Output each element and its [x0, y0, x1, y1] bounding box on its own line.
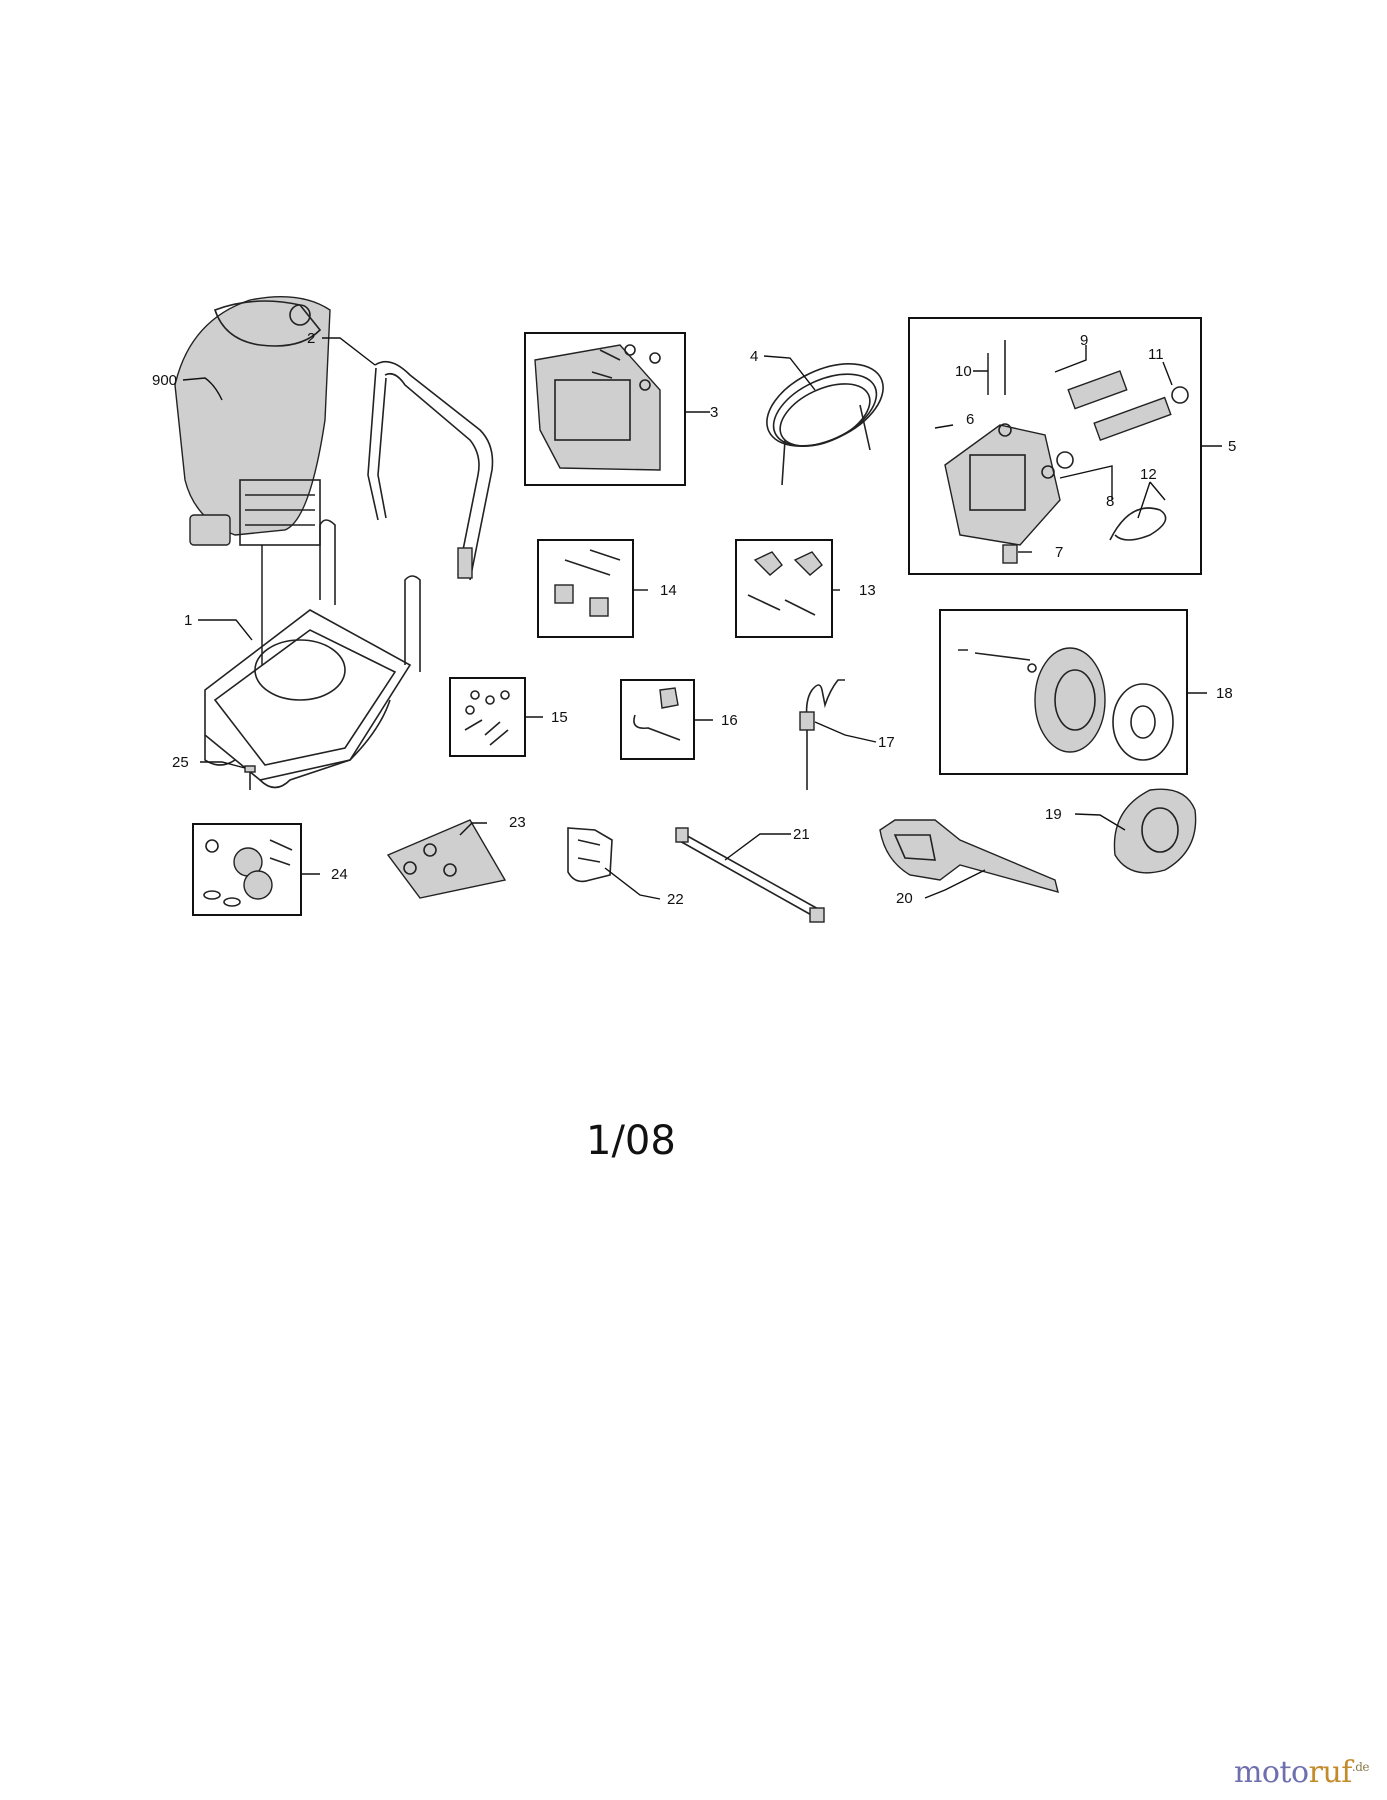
watermark-accent: ruf	[1308, 1755, 1353, 1790]
part-box-15	[449, 677, 526, 757]
handle-drawing	[367, 360, 494, 581]
part-label-19: 19	[1045, 806, 1062, 823]
part-label-25: 25	[172, 754, 189, 771]
siphon-tube-drawing	[799, 679, 845, 790]
part-label-8: 8	[1106, 493, 1114, 510]
watermark-logo: motoruf.de	[1233, 1755, 1370, 1790]
part-label-7: 7	[1055, 544, 1063, 561]
bracket-drawing	[567, 827, 613, 883]
plate-drawing	[386, 819, 507, 899]
part-label-900: 900	[152, 372, 177, 389]
part-label-24: 24	[331, 866, 348, 883]
part-label-23: 23	[509, 814, 526, 831]
watermark-main: moto	[1233, 1755, 1309, 1790]
part-label-9: 9	[1080, 332, 1088, 349]
bolts-knobs-drawing-14	[554, 549, 621, 617]
part-box-16	[620, 679, 695, 760]
part-label-11: 11	[1148, 346, 1164, 363]
part-label-6: 6	[966, 411, 974, 428]
nozzle-holder-drawing	[1113, 788, 1197, 874]
watermark-suffix: .de	[1351, 1760, 1370, 1774]
part-box-14	[537, 539, 634, 638]
leader-lines	[182, 337, 1222, 900]
part-labels: 900 1 2 3 4 5 6 7 8 9 10 11 12 13 14 15 …	[152, 330, 1236, 908]
part-label-12: 12	[1140, 466, 1157, 483]
spray-gun-drawing	[879, 819, 1059, 893]
pump-drawing	[944, 340, 1189, 564]
clip-drawing-16	[633, 687, 681, 741]
wheel-drawing	[958, 647, 1174, 761]
part-label-21: 21	[793, 826, 810, 843]
part-label-15: 15	[551, 709, 568, 726]
fasteners-drawing-15	[464, 690, 510, 746]
part-label-3: 3	[710, 404, 718, 421]
part-label-13: 13	[859, 582, 876, 599]
part-label-16: 16	[721, 712, 738, 729]
part-box-5	[908, 317, 1202, 575]
part-label-17: 17	[878, 734, 895, 751]
part-label-5: 5	[1228, 438, 1236, 455]
part-box-3	[524, 332, 686, 486]
part-label-4: 4	[750, 348, 758, 365]
hose-drawing	[766, 363, 884, 486]
part-label-14: 14	[660, 582, 677, 599]
part-box-13	[735, 539, 833, 638]
part-label-20: 20	[896, 890, 913, 907]
part-label-1: 1	[184, 612, 192, 629]
part-label-10: 10	[955, 363, 972, 380]
control-panel-drawing	[534, 344, 661, 471]
part-label-2: 2	[307, 330, 315, 347]
knobs-bolts-drawing-13	[747, 551, 823, 616]
bolt-drawing-25	[244, 765, 256, 790]
wand-drawing	[675, 827, 825, 923]
wheel-hardware-drawing-24	[203, 839, 293, 907]
part-label-22: 22	[667, 891, 684, 908]
part-label-18: 18	[1216, 685, 1233, 702]
frame-drawing	[204, 519, 421, 789]
engine-drawing	[174, 296, 331, 546]
page-number: 1/08	[586, 1118, 676, 1164]
part-box-24	[192, 823, 302, 916]
part-box-18	[939, 609, 1188, 775]
